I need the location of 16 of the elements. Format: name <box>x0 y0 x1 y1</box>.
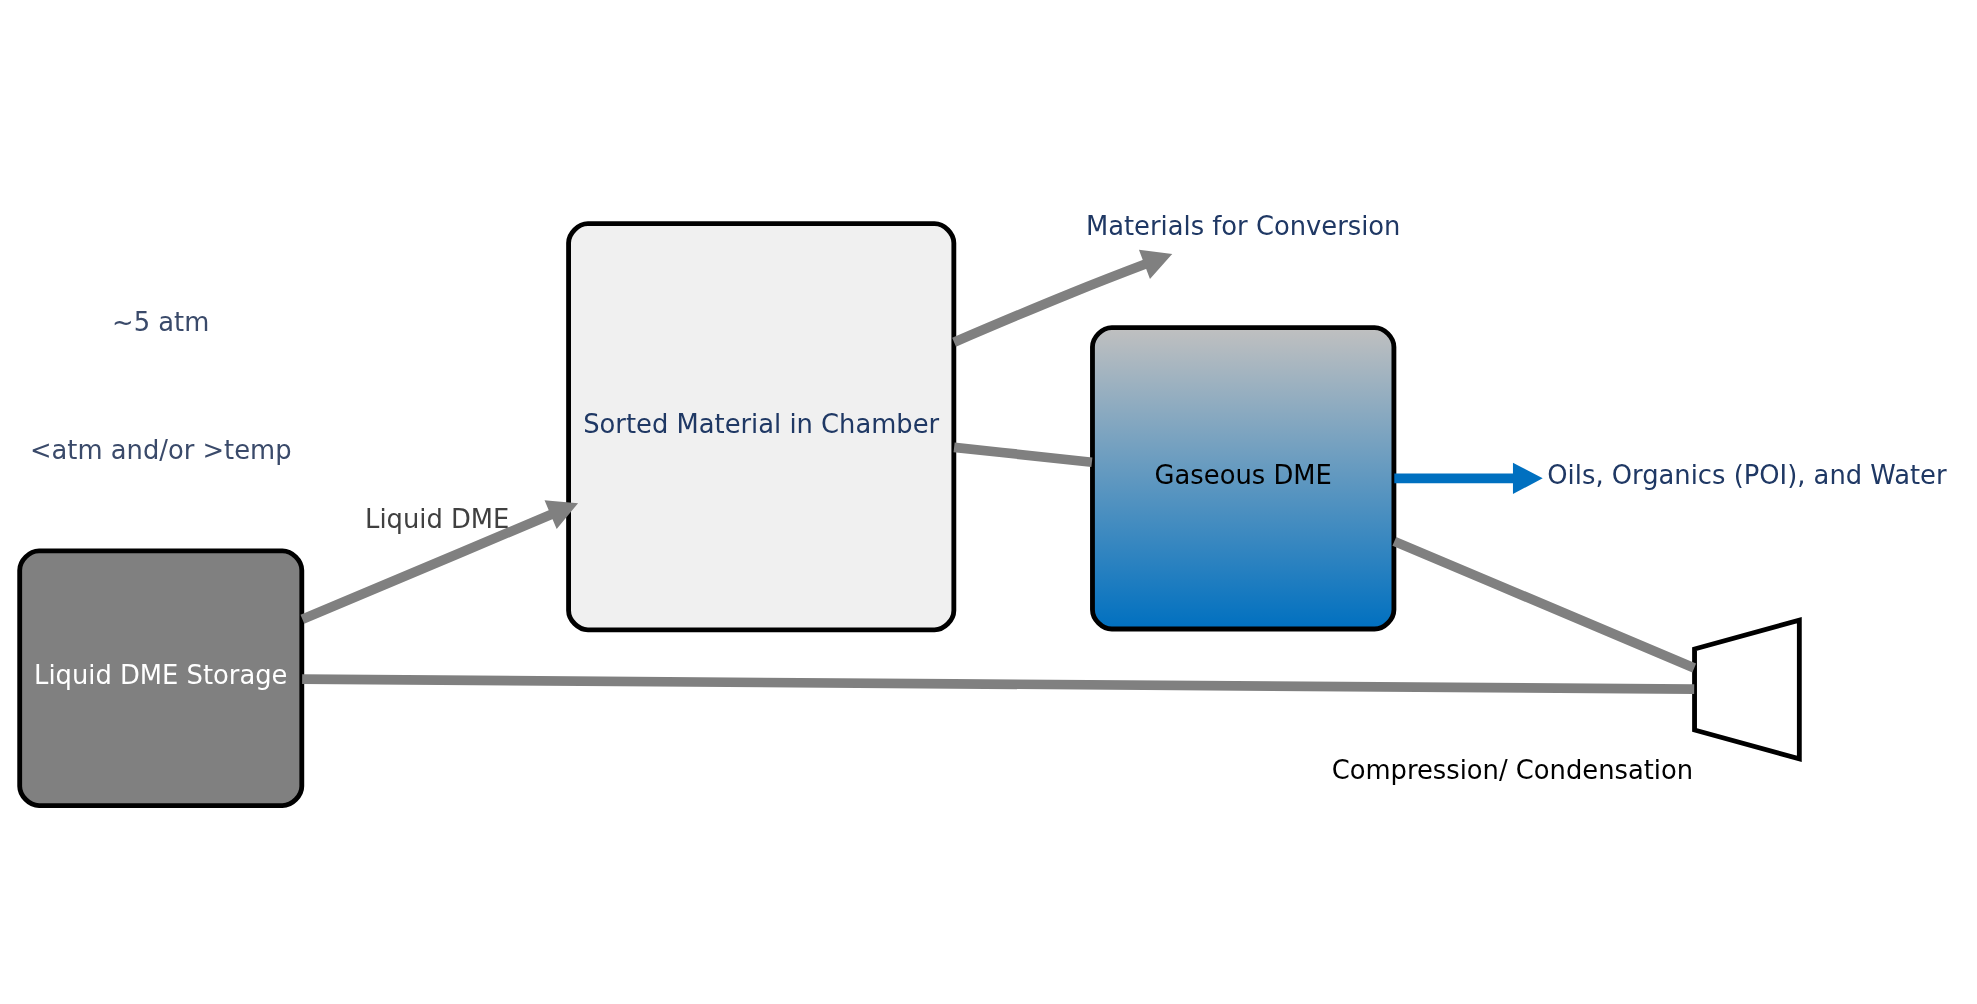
label: ~5 atm <box>112 306 210 337</box>
edge-label: Liquid DME <box>365 503 510 534</box>
node-label: Compression/ Condensation <box>1331 754 1694 785</box>
node-box: Liquid DME Storage <box>17 547 305 808</box>
node-trapezoid <box>1692 616 1802 762</box>
node-text: Materials for Conversion <box>1085 210 1401 241</box>
connector <box>302 673 1695 694</box>
arrow <box>300 499 579 624</box>
label: <atm and/or >temp <box>29 434 292 465</box>
node-box: Gaseous DME <box>1090 324 1397 631</box>
node-box: Sorted Material in Chamber <box>566 220 957 632</box>
arrow <box>952 249 1173 347</box>
arrow <box>1394 462 1543 494</box>
connector <box>953 442 1093 467</box>
node-text: Oils, Organics (POI), and Water <box>1547 459 1947 490</box>
connector <box>1392 536 1697 672</box>
